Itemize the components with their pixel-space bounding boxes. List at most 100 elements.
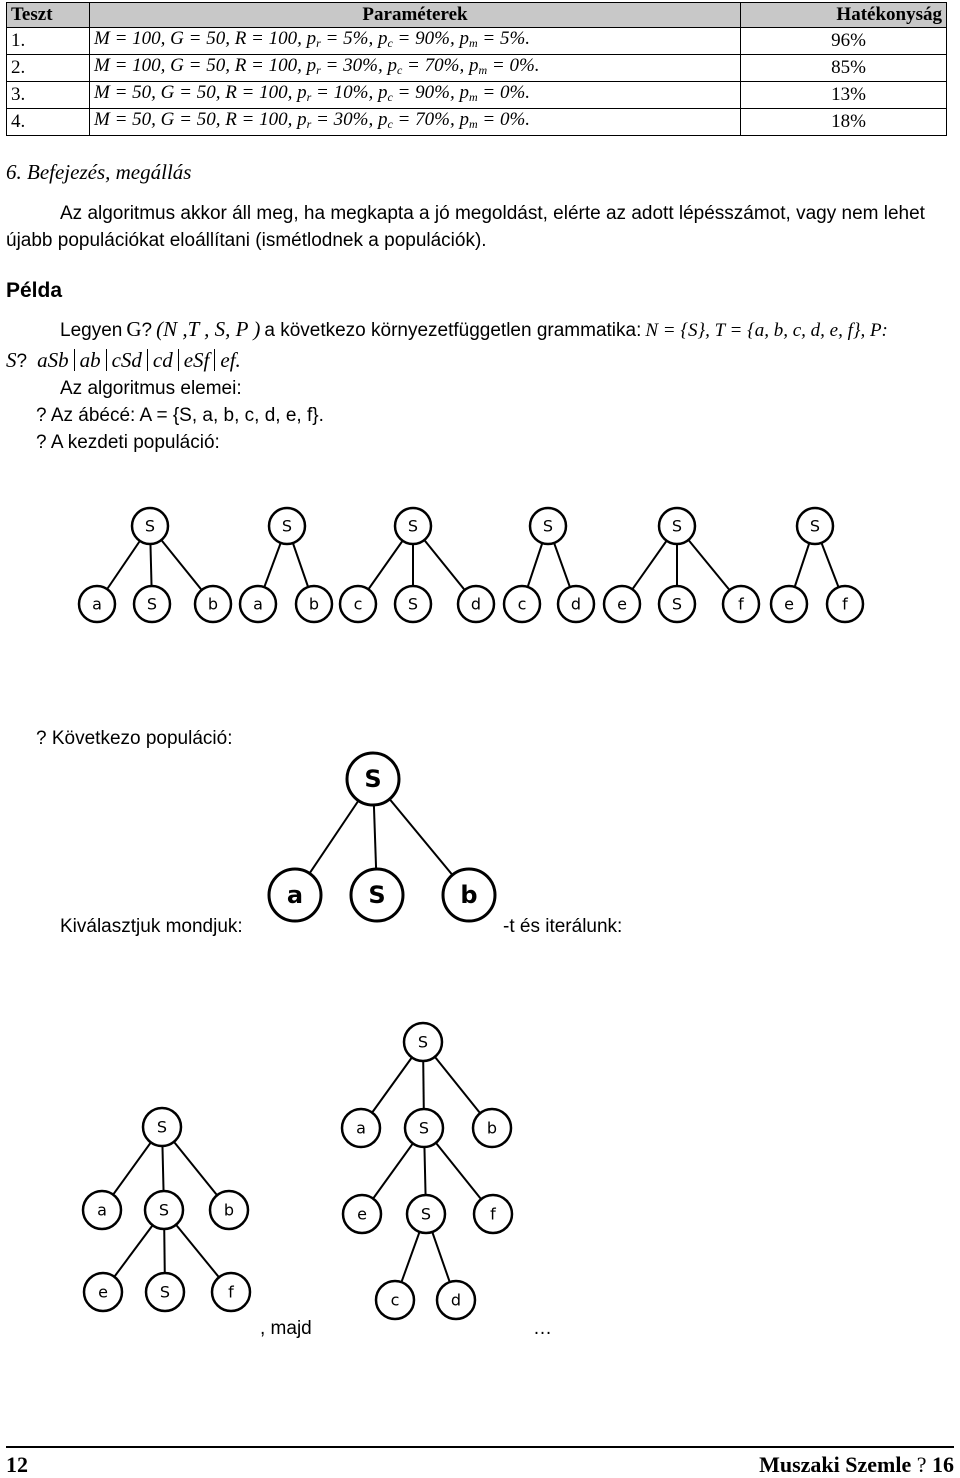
tree-node-label: f [842, 595, 848, 614]
table-header-row: Teszt Paraméterek Hatékonyság [6, 2, 947, 28]
tree-node [141, 1106, 183, 1148]
tree-node-label: S [282, 517, 292, 536]
tree-node [238, 584, 278, 624]
tree-node-label: f [228, 1283, 234, 1302]
tree-node-label: c [518, 595, 527, 614]
tree-node [193, 584, 233, 624]
row-efficiency: 18% [740, 108, 947, 136]
tree-node [130, 506, 170, 546]
section-title: 6. Befejezés, megállás [6, 160, 192, 184]
page-number: 12 [6, 1452, 28, 1477]
tree-node [795, 506, 835, 546]
tree-node [143, 1189, 185, 1231]
ellipsis-text: … [533, 1318, 552, 1339]
tree-node-label: e [357, 1205, 367, 1224]
tree-node-label: b [224, 1201, 234, 1220]
table-row: 1. M = 100, G = 50, R = 100, pr = 5%, pc… [6, 27, 947, 55]
tree-node [81, 1189, 123, 1231]
tree-node [471, 1107, 513, 1149]
selection-text: Kiválasztjuk mondjuk: [60, 916, 243, 937]
row-parameters: M = 50, G = 50, R = 100, pr = 30%, pc = … [89, 108, 741, 136]
tree-node-label: c [391, 1291, 400, 1310]
tree-node-label: a [97, 1201, 107, 1220]
tree-node [267, 867, 323, 923]
initial-population-line: ? A kezdeti populáció: [36, 432, 220, 453]
header-test: Teszt [6, 2, 90, 28]
tree-node [349, 867, 405, 923]
tree-node [132, 584, 172, 624]
tree-node-label: d [451, 1291, 461, 1310]
tree-node-label: a [92, 595, 102, 614]
tree-node [657, 584, 697, 624]
row-parameters: M = 50, G = 50, R = 100, pr = 10%, pc = … [89, 81, 741, 109]
tree-node [393, 506, 433, 546]
tree-node [769, 584, 809, 624]
tree-node [721, 584, 761, 624]
tree-node [294, 584, 334, 624]
tree-node-label: e [617, 595, 627, 614]
tree-node-label: S [672, 595, 682, 614]
row-efficiency: 13% [740, 81, 947, 109]
tree-node [556, 584, 596, 624]
tree-node [441, 867, 497, 923]
footer-rule [6, 1446, 954, 1448]
algorithm-elements: Az algoritmus elemei: [60, 378, 242, 399]
tree-node [435, 1279, 477, 1321]
row-test: 1. [6, 27, 90, 55]
tree-node-label: a [356, 1119, 366, 1138]
tree-node [341, 1193, 383, 1235]
tree-node [345, 751, 401, 807]
alphabet-line: ? Az ábécé: A = {S, a, b, c, d, e, f}. [36, 405, 324, 426]
tree-node [402, 1021, 444, 1063]
table-row: 4. M = 50, G = 50, R = 100, pr = 30%, pc… [6, 108, 947, 136]
tree-node-label: S [408, 517, 418, 536]
tree-node-label: f [490, 1205, 496, 1224]
tree-node [528, 506, 568, 546]
tree-node [403, 1107, 445, 1149]
tree-node [144, 1271, 186, 1313]
tree-node [825, 584, 865, 624]
tree-node-label: S [421, 1205, 431, 1224]
tree-node-label: f [738, 595, 744, 614]
tree-node-label: S [810, 517, 820, 536]
tree-node-label: b [460, 881, 477, 909]
tree-node-label: d [571, 595, 581, 614]
row-parameters: M = 100, G = 50, R = 100, pr = 30%, pc =… [89, 54, 741, 82]
journal-name: Muszaki Szemle ? 16 [759, 1452, 954, 1477]
row-efficiency: 96% [740, 27, 947, 55]
tree-node [405, 1193, 447, 1235]
tree-node [340, 1107, 382, 1149]
tree-node-label: b [208, 595, 218, 614]
tree-node [657, 506, 697, 546]
tree-node-label: S [419, 1119, 429, 1138]
row-test: 4. [6, 108, 90, 136]
tree-node-label: S [147, 595, 157, 614]
tree-node-label: S [364, 765, 381, 793]
tree-node-label: S [160, 1283, 170, 1302]
tree-node-label: S [408, 595, 418, 614]
table-row: 3. M = 50, G = 50, R = 100, pr = 10%, pc… [6, 81, 947, 109]
section-paragraph: Az algoritmus akkor áll meg, ha megkapta… [6, 203, 925, 251]
tree-node [267, 506, 307, 546]
tree-node [208, 1189, 250, 1231]
tree-node-label: b [309, 595, 319, 614]
tree-node-label: S [145, 517, 155, 536]
next-population-line: ? Következo populáció: [36, 728, 233, 749]
tree-node-label: b [487, 1119, 497, 1138]
tree-node-label: a [287, 881, 303, 909]
tree-node-label: S [368, 881, 385, 909]
tree-node [338, 584, 378, 624]
tree-node [602, 584, 642, 624]
tree-node-label: S [543, 517, 553, 536]
tree-node [456, 584, 496, 624]
row-test: 3. [6, 81, 90, 109]
tree-node-label: S [159, 1201, 169, 1220]
tree-node [502, 584, 542, 624]
tree-node-label: e [784, 595, 794, 614]
tree-node-label: d [471, 595, 481, 614]
example-heading: Példa [6, 279, 63, 302]
tree-node-label: S [418, 1033, 428, 1052]
tree-node-label: e [98, 1283, 108, 1302]
then-text: , majd [260, 1318, 312, 1339]
